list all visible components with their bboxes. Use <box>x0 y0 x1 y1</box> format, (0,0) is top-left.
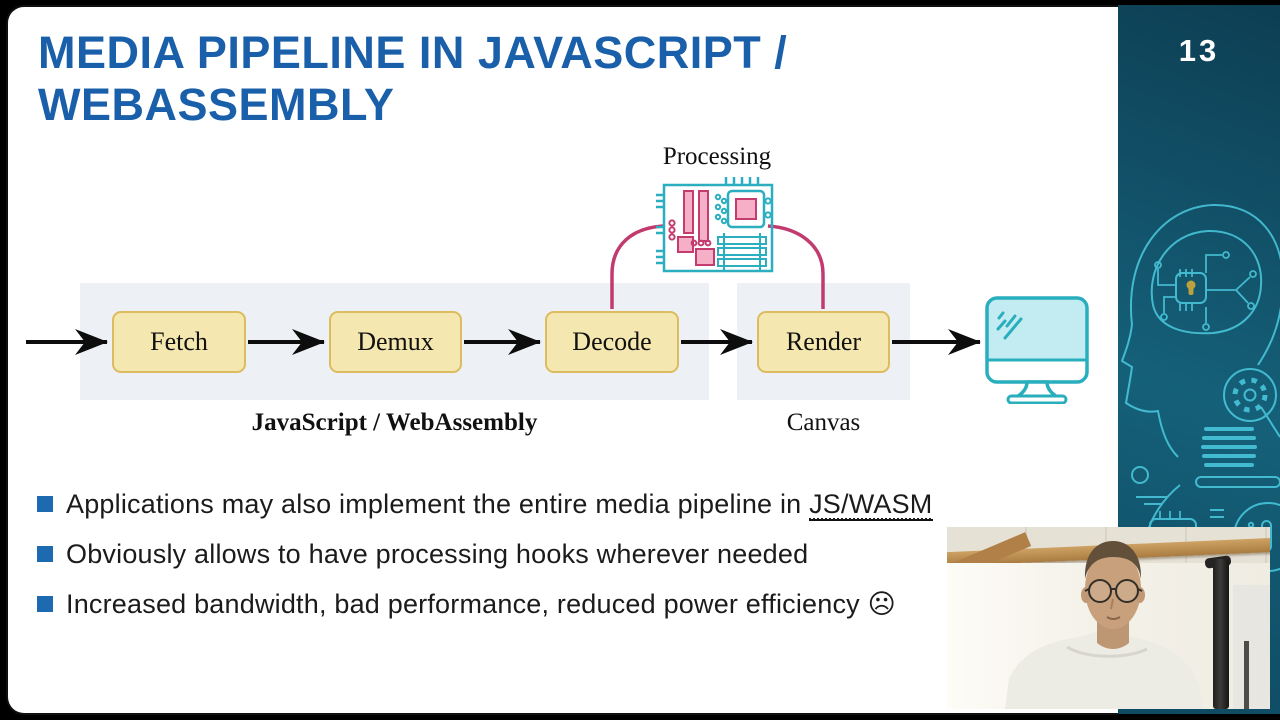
stage-fetch-label: Fetch <box>150 327 208 356</box>
processing-chip-icon <box>656 177 774 273</box>
bullet-text-1: Applications may also implement the enti… <box>66 489 933 521</box>
presenter-person <box>1005 541 1203 709</box>
bullet-3-body: Increased bandwidth, bad performance, re… <box>66 589 868 619</box>
presenter-webcam-video <box>947 527 1270 709</box>
bullet-square-icon <box>37 496 53 512</box>
bullet-text-3: Increased bandwidth, bad performance, re… <box>66 589 896 620</box>
bullet-item-1: Applications may also implement the enti… <box>37 489 1037 539</box>
bullet-square-icon <box>37 546 53 562</box>
bullet-1-body: Applications may also implement the enti… <box>66 489 810 519</box>
stage-demux: Demux <box>329 311 462 373</box>
slide-title-line2: WEBASSEMBLY <box>38 78 395 130</box>
thin-rod <box>1244 641 1249 709</box>
bullet-list: Applications may also implement the enti… <box>37 489 1037 639</box>
processing-label: Processing <box>662 143 772 170</box>
bullet-square-icon <box>37 596 53 612</box>
stage-fetch: Fetch <box>112 311 246 373</box>
display-monitor-icon <box>985 296 1089 404</box>
bullet-1-highlight: JS/WASM <box>809 489 933 521</box>
stove-pipe <box>1213 559 1229 709</box>
bullet-text-2: Obviously allows to have processing hook… <box>66 539 808 570</box>
stage-render: Render <box>757 311 890 373</box>
bullet-item-2: Obviously allows to have processing hook… <box>37 539 1037 589</box>
circuit-head-artwork <box>1120 203 1280 587</box>
stage-decode: Decode <box>545 311 679 373</box>
bullet-item-3: Increased bandwidth, bad performance, re… <box>37 589 1037 639</box>
slide-canvas: MEDIA PIPELINE IN JAVASCRIPT / WEBASSEMB… <box>6 5 1118 715</box>
stage-render-label: Render <box>785 327 862 356</box>
group1-caption: JavaScript / WebAssembly <box>251 409 538 436</box>
group2-caption: Canvas <box>786 409 861 436</box>
stage-demux-label: Demux <box>357 327 434 356</box>
page-number: 13 <box>1178 33 1220 68</box>
stage-decode-label: Decode <box>572 327 652 356</box>
slide-title: MEDIA PIPELINE IN JAVASCRIPT / WEBASSEMB… <box>38 27 787 131</box>
frowning-face-icon: ☹ <box>867 589 896 619</box>
wall-panel <box>1233 585 1270 709</box>
lock-keyhole-icon <box>1186 280 1196 295</box>
slide-title-line1: MEDIA PIPELINE IN JAVASCRIPT / <box>38 27 788 78</box>
bullet-2-body: Obviously allows to have processing hook… <box>66 539 809 569</box>
